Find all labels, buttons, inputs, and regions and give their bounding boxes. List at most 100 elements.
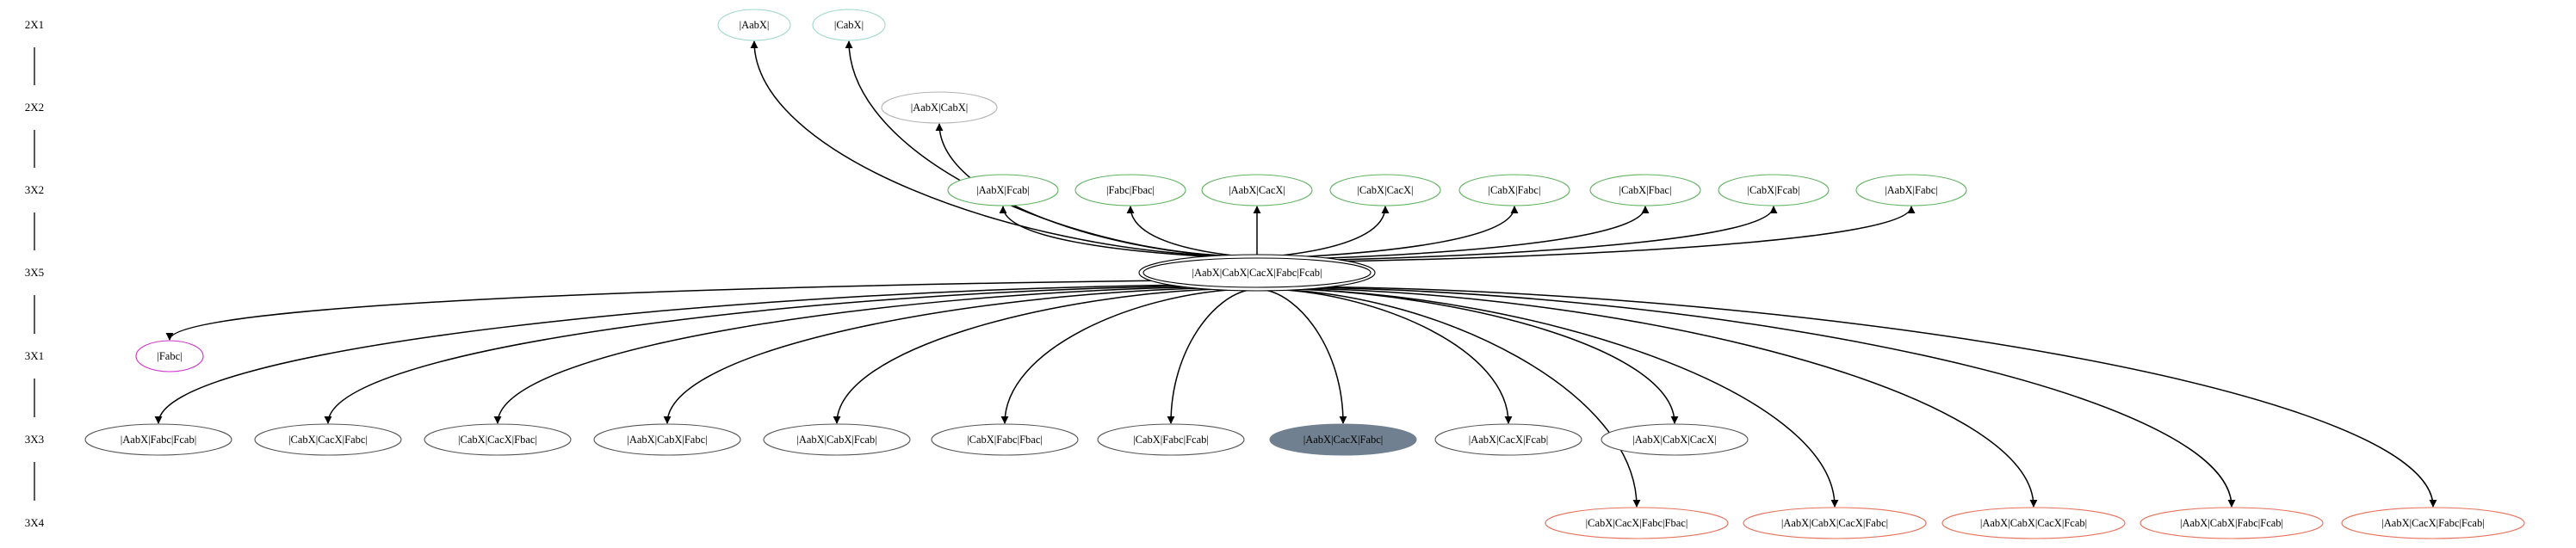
node-shape <box>1458 174 1570 206</box>
node-shape <box>881 91 998 124</box>
edge-to-cabx <box>845 40 1236 257</box>
node-shape <box>2341 507 2525 539</box>
node-cabx-cacx-fabc-fbac[interactable]: |CabX|CacX|Fabc|Fbac| <box>1545 507 1729 539</box>
node-center[interactable]: |AabX|CabX|CacX|Fabc|Fcab| <box>1138 254 1376 292</box>
node-label: |AabX|CacX|Fcab| <box>1469 434 1549 446</box>
node-label: |AabX|CabX|Fabc| <box>627 434 707 446</box>
node-label: |CabX| <box>834 19 864 31</box>
node-aabx-cabx-cacx-fcab[interactable]: |AabX|CabX|CacX|Fcab| <box>1941 507 2126 539</box>
node-shape <box>254 423 402 456</box>
node-aabx-fabc-fcab[interactable]: |AabX|Fabc|Fcab| <box>84 423 232 456</box>
node-aabx-cacx-fcab[interactable]: |AabX|CacX|Fcab| <box>1434 423 1582 456</box>
node-label: |CabX|Fabc|Fcab| <box>1133 434 1209 446</box>
node-shape <box>2139 507 2324 539</box>
node-aabx-fcab[interactable]: |AabX|Fcab| <box>947 174 1059 206</box>
node-cabx-fabc-fbac[interactable]: |CabX|Fabc|Fbac| <box>931 423 1079 456</box>
node-label: |AabX|CabX|Fabc|Fcab| <box>2180 517 2283 529</box>
edge-to-aabx-cabx <box>935 123 1234 257</box>
node-fabc-fbac[interactable]: |Fabc|Fbac| <box>1074 174 1186 206</box>
node-label: |AabX|CacX| <box>1229 184 1285 196</box>
node-shape-inner <box>1142 257 1372 288</box>
node-aabx[interactable]: |AabX| <box>717 9 791 41</box>
node-aabx-cacx-fabc[interactable]: |AabX|CacX|Fabc| <box>1269 423 1417 456</box>
node-shape-outer <box>1138 254 1376 292</box>
edge-to-cabx-fabc <box>1293 206 1519 258</box>
node-cabx-cacx[interactable]: |CabX|CacX| <box>1329 174 1441 206</box>
node-label: |AabX|Fabc|Fcab| <box>121 434 196 446</box>
node-label: |AabX| <box>740 19 770 31</box>
edge-to-aabx-cabx-fabc-fcab <box>1300 286 2236 508</box>
edge-to-aabx-cabx-cacx-fcab <box>1293 287 2038 508</box>
node-fabc[interactable]: |Fabc| <box>135 340 204 373</box>
node-cabx[interactable]: |CabX| <box>812 9 886 41</box>
edge-to-aabx-cabx-fcab <box>833 287 1227 424</box>
rank-label-3x1: 3X1 <box>25 349 44 362</box>
node-aabx-cabx-fabc[interactable]: |AabX|CabX|Fabc| <box>593 423 741 456</box>
node-cabx-fbac[interactable]: |CabX|Fbac| <box>1589 174 1701 206</box>
node-label: |AabX|CacX|Fabc|Fcab| <box>2381 517 2484 529</box>
node-cabx-cacx-fabc[interactable]: |CabX|CacX|Fabc| <box>254 423 402 456</box>
edge-to-cabx-cacx-fabc <box>324 285 1203 424</box>
node-cabx-fcab[interactable]: |CabX|Fcab| <box>1718 174 1830 206</box>
node-label: |CabX|CacX|Fbac| <box>458 434 537 446</box>
node-shape <box>1434 423 1582 456</box>
node-cabx-fabc[interactable]: |CabX|Fabc| <box>1458 174 1570 206</box>
edge-to-cabx-fbac <box>1306 206 1650 260</box>
node-shape <box>812 9 886 41</box>
rank-label-3x3: 3X3 <box>25 433 44 446</box>
node-label: |CabX|CacX| <box>1357 184 1413 196</box>
nodes: |AabX| |CabX| |AabX|CabX| |AabX|Fcab| |Fabc|… <box>84 9 2525 539</box>
node-label: |AabX|Fabc| <box>1885 184 1938 196</box>
node-aabx-cacx[interactable]: |AabX|CacX| <box>1201 174 1313 206</box>
node-shape <box>1329 174 1441 206</box>
edge-to-cabx-fcab <box>1316 206 1778 262</box>
node-shape <box>763 423 911 456</box>
edge-to-aabx-fcab <box>999 206 1222 258</box>
node-aabx-cabx[interactable]: |AabX|CabX| <box>881 91 998 124</box>
node-label: |CabX|Fabc| <box>1489 184 1541 196</box>
edge-to-aabx-cacx-fabc <box>1263 289 1347 424</box>
edge-to-aabx-cacx-fcab <box>1276 288 1513 424</box>
node-label: |CabX|Fbac| <box>1619 184 1672 196</box>
node-aabx-cabx-fcab[interactable]: |AabX|CabX|Fcab| <box>763 423 911 456</box>
edge-to-aabx <box>750 40 1232 257</box>
node-aabx-cacx-fabc-fcab[interactable]: |AabX|CacX|Fabc|Fcab| <box>2341 507 2525 539</box>
edge-to-cabx-cacx <box>1276 206 1390 257</box>
node-shape <box>1269 423 1417 456</box>
node-shape <box>1201 174 1313 206</box>
node-label: |AabX|CabX|CacX|Fabc|Fcab| <box>1192 267 1322 279</box>
node-label: |AabX|CacX|Fabc| <box>1303 434 1384 446</box>
node-label: |AabX|CabX|Fcab| <box>796 434 876 446</box>
rank-label-3x5: 3X5 <box>25 266 44 279</box>
node-label: |AabX|CabX|CacX|Fcab| <box>1980 517 2087 529</box>
node-shape <box>1718 174 1830 206</box>
node-cabx-fabc-fcab[interactable]: |CabX|Fabc|Fcab| <box>1097 423 1245 456</box>
node-label: |CabX|Fabc|Fbac| <box>967 434 1043 446</box>
node-shape <box>717 9 791 41</box>
node-label: |AabX|Fcab| <box>976 184 1030 196</box>
node-aabx-cabx-cacx-fabc[interactable]: |AabX|CabX|CacX|Fabc| <box>1743 507 1927 539</box>
node-label: |AabX|CabX|CacX| <box>1632 434 1717 446</box>
node-shape <box>135 340 204 373</box>
node-shape <box>947 174 1059 206</box>
node-label: |CabX|CacX|Fabc|Fbac| <box>1586 517 1688 529</box>
node-label: |CabX|Fcab| <box>1748 184 1800 196</box>
edge-to-fabc-fbac <box>1126 206 1238 257</box>
node-aabx-cabx-fabc-fcab[interactable]: |AabX|CabX|Fabc|Fcab| <box>2139 507 2324 539</box>
node-aabx-fabc[interactable]: |AabX|Fabc| <box>1855 174 1967 206</box>
node-label: |AabX|CabX| <box>911 102 969 114</box>
edge-to-aabx-fabc <box>1322 206 1916 263</box>
node-shape <box>1589 174 1701 206</box>
rank-label-3x2: 3X2 <box>25 183 44 196</box>
node-shape <box>1545 507 1729 539</box>
node-shape <box>1743 507 1927 539</box>
node-cabx-cacx-fbac[interactable]: |CabX|CacX|Fbac| <box>424 423 572 456</box>
edge-to-cabx-fabc-fcab <box>1167 289 1251 424</box>
node-shape <box>424 423 572 456</box>
node-aabx-cabx-cacx[interactable]: |AabX|CabX|CacX| <box>1601 423 1749 456</box>
node-shape <box>1941 507 2126 539</box>
node-shape <box>1855 174 1967 206</box>
node-shape <box>1074 174 1186 206</box>
